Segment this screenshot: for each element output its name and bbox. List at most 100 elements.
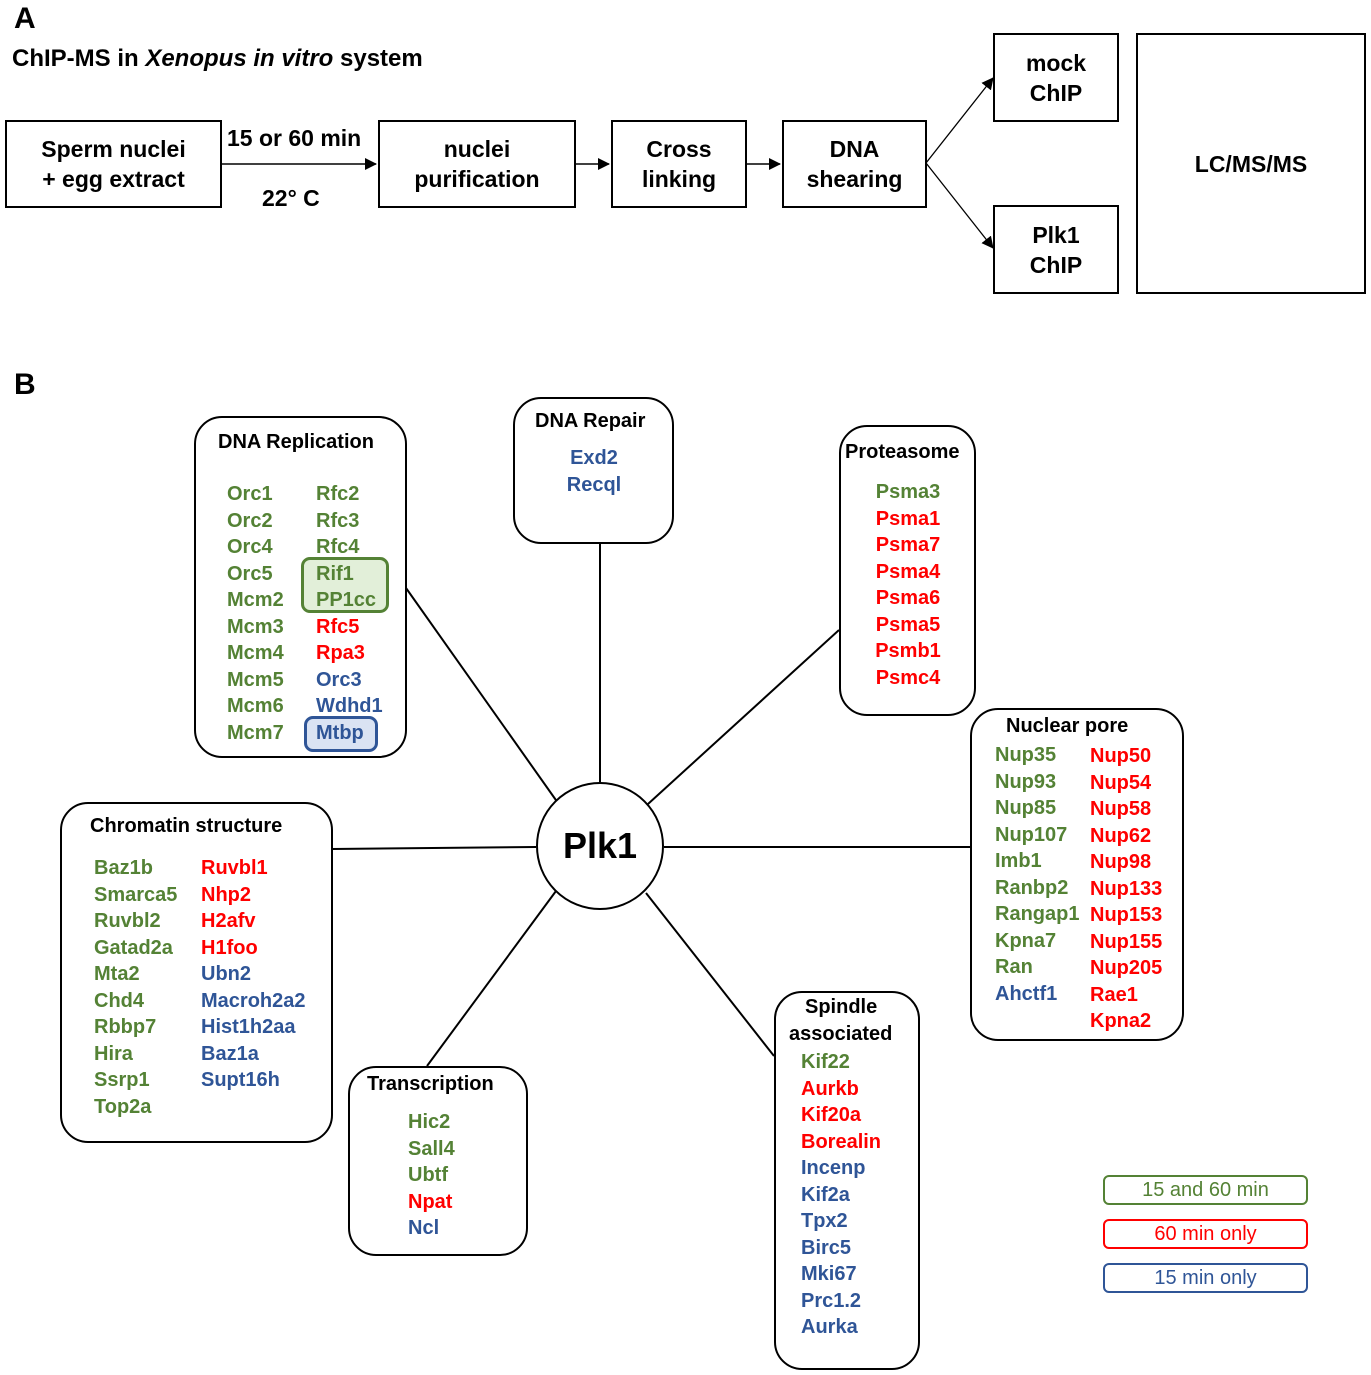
gene-hic2: Hic2: [408, 1111, 451, 1133]
gene-nup62: Nup62: [1090, 824, 1152, 847]
category-title: Nuclear pore: [1006, 715, 1129, 737]
edge-transcription: [426, 890, 557, 1067]
gene-nup153: Nup153: [1090, 904, 1163, 926]
panel-a-letter: A: [14, 2, 36, 35]
gene-kif20a: Kif20a: [801, 1104, 862, 1126]
step-lcmsms: LC/MS/MS: [1136, 33, 1366, 294]
gene-birc5: Birc5: [801, 1236, 852, 1259]
gene-psmc4: Psmc4: [875, 666, 941, 689]
edge-chromatin: [331, 846, 537, 850]
gene-mki67: Mki67: [801, 1263, 857, 1285]
gene-mcm4: Mcm4: [227, 642, 284, 664]
gene-orc3: Orc3: [316, 668, 362, 691]
gene-kif22: Kif22: [801, 1051, 850, 1073]
edge-proteasome: [647, 629, 840, 805]
gene-ruvbl1: Ruvbl1: [201, 857, 268, 879]
gene-prc1-2: Prc1.2: [801, 1289, 862, 1312]
step-line: mock: [1025, 49, 1087, 76]
gene-baz1b: Baz1b: [94, 857, 153, 879]
category-proteasome: [839, 425, 976, 716]
step-line: ChIP: [1029, 251, 1083, 278]
gene-orc4: Orc4: [227, 536, 273, 558]
gene-ncl: Ncl: [408, 1217, 440, 1239]
gene-ubtf: Ubtf: [408, 1164, 448, 1186]
gene-rfc4: Rfc4: [316, 536, 360, 558]
category-title: associated: [789, 1023, 893, 1045]
gene-hist1h2aa: Hist1h2aa: [201, 1016, 296, 1038]
category-transcription: [348, 1066, 528, 1256]
step-line: shearing: [806, 166, 903, 192]
category-title: DNA Repair: [535, 410, 646, 432]
gene-sall4: Sall4: [408, 1137, 455, 1160]
gene-ahctf1: Ahctf1: [995, 982, 1058, 1005]
step-purification: nuclei purification: [378, 120, 576, 208]
step-line: ChIP: [1029, 79, 1083, 106]
edge-dna-replication: [405, 587, 559, 804]
gene-ssrp1: Ssrp1: [94, 1069, 150, 1091]
title-suffix: system: [333, 45, 423, 72]
gene-nup50: Nup50: [1090, 745, 1152, 767]
gene-mtbp: Mtbp: [316, 721, 364, 744]
gene-psmb1: Psmb1: [875, 640, 941, 662]
gene-borealin: Borealin: [801, 1130, 882, 1153]
gene-aurkb: Aurkb: [801, 1077, 859, 1100]
gene-ranbp2: Ranbp2: [995, 876, 1069, 899]
step-line: DNA: [829, 136, 880, 162]
gene-rbbp7: Rbbp7: [94, 1016, 157, 1038]
gene-nup85: Nup85: [995, 797, 1057, 819]
category-title: Proteasome: [845, 441, 960, 463]
category-chromatin-structure: [60, 802, 333, 1143]
step-shearing: DNA shearing: [782, 120, 927, 208]
gene-psma5: Psma5: [875, 613, 941, 636]
highlight-mtbp: [304, 716, 378, 752]
gene-smarca5: Smarca5: [94, 883, 178, 906]
legend-both: 15 and 60 min: [1103, 1175, 1308, 1205]
gene-nup205: Nup205: [1090, 957, 1163, 979]
category-title: Transcription: [367, 1073, 494, 1095]
step-line: Plk1: [1032, 221, 1080, 248]
gene-nup35: Nup35: [995, 744, 1057, 766]
gene-wdhd1: Wdhd1: [316, 695, 383, 717]
gene-mcm5: Mcm5: [227, 668, 284, 691]
gene-mcm3: Mcm3: [227, 615, 284, 638]
step-line: LC/MS/MS: [1194, 150, 1308, 177]
panel-a-arrows: [221, 77, 994, 249]
step-line: purification: [414, 166, 540, 192]
step-line: nuclei: [443, 136, 511, 162]
title-prefix: ChIP-MS in: [12, 45, 146, 72]
gene-ubn2: Ubn2: [201, 963, 251, 985]
gene-rfc5: Rfc5: [316, 615, 360, 638]
gene-rfc2: Rfc2: [316, 483, 360, 505]
category-nuclear-pore: [970, 708, 1184, 1041]
gene-baz1a: Baz1a: [201, 1042, 259, 1065]
incubation-time-label: 15 or 60 min: [227, 125, 362, 151]
gene-orc5: Orc5: [227, 562, 273, 585]
highlight-rif1-pp1cc: [301, 557, 389, 613]
gene-mcm2: Mcm2: [227, 589, 284, 611]
gene-incenp: Incenp: [801, 1157, 866, 1179]
gene-nup98: Nup98: [1090, 851, 1152, 873]
category-dna-repair: [513, 397, 674, 544]
step-line: + egg extract: [42, 166, 185, 192]
gene-rangap1: Rangap1: [995, 903, 1080, 925]
gene-psma1: Psma1: [875, 507, 941, 530]
gene-ran: Ran: [995, 956, 1033, 978]
gene-psma4: Psma4: [875, 560, 941, 583]
legend-15-only: 15 min only: [1103, 1263, 1308, 1293]
incubation-temp-label: 22° C: [262, 185, 320, 211]
gene-hira: Hira: [94, 1042, 133, 1065]
category-spindle-associated: [774, 991, 920, 1370]
gene-pp1cc: PP1cc: [316, 589, 377, 611]
category-title: Chromatin structure: [90, 815, 283, 837]
title-italic: Xenopus in vitro: [145, 45, 334, 72]
gene-rif1: Rif1: [316, 562, 354, 585]
arrow-to-plk1: [925, 162, 994, 249]
gene-nhp2: Nhp2: [201, 883, 251, 906]
gene-exd2: Exd2: [570, 447, 618, 469]
gene-rpa3: Rpa3: [316, 642, 365, 664]
gene-mta2: Mta2: [94, 963, 140, 985]
gene-chd4: Chd4: [94, 989, 144, 1012]
